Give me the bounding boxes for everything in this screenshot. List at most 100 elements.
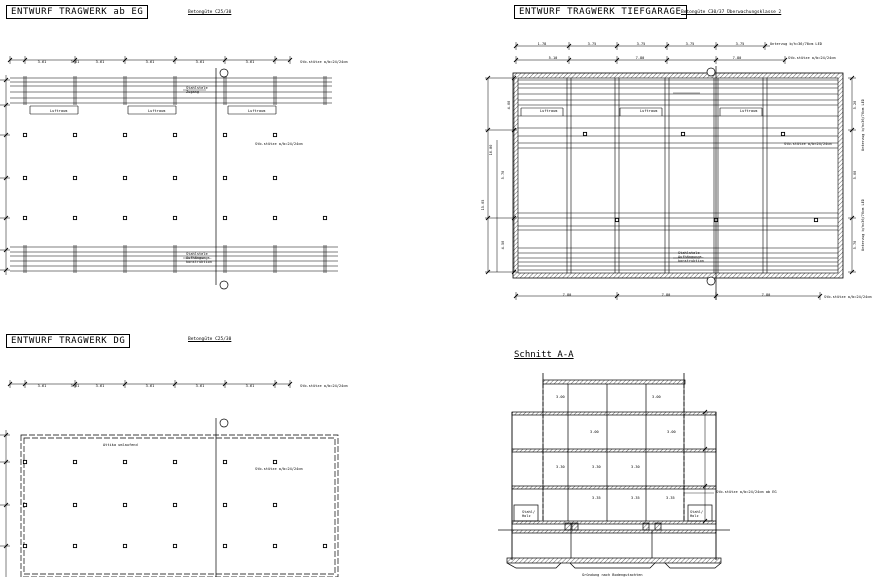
column-marker (272, 543, 278, 549)
dimension-tick (3, 502, 9, 508)
plan-tiefgarage (485, 42, 856, 300)
eg-dim-2: 3.61 (71, 60, 80, 64)
column-marker (22, 132, 28, 138)
tg-stahl-1: Stahlstele (678, 251, 700, 255)
dg-dim-3: 3.61 (96, 384, 105, 388)
schnitt-stb-label: Stb.stütze a/b=24/24cm ab EG (716, 490, 777, 494)
eg-stahlstele-2: Zugang (186, 90, 199, 94)
dimension-tick (702, 446, 708, 452)
dimension-tick (511, 269, 517, 275)
axis-marker (219, 280, 229, 290)
dg-dim-6: 3.61 (246, 384, 255, 388)
tg-unterzug-top: Unterzug b/h=36/70cm LED (770, 42, 822, 46)
section-a-a (498, 373, 730, 569)
column-marker (222, 175, 228, 181)
column-marker (222, 132, 228, 138)
dimension-tick (849, 215, 855, 221)
schnitt-stahl-left-1: Stahl/ (522, 510, 535, 514)
schnitt-stahl-left-2: Holz (522, 514, 531, 518)
tg-stb-stuetze-bottom: Stb.stütze a/b=24/24cm (824, 295, 872, 299)
plan-dg (0, 380, 339, 577)
axis-marker (706, 276, 716, 286)
column-marker (172, 543, 178, 549)
dg-attika: Attika umlaufend (103, 443, 138, 447)
column-marker (72, 543, 78, 549)
eg-dim-6: 3.61 (246, 60, 255, 64)
schnitt-h3: 3.00 (590, 430, 599, 434)
column-marker (272, 215, 278, 221)
tg-luftraum-3: Luftraum (740, 109, 757, 113)
foundation-outline (506, 562, 722, 569)
dg-concrete-label: Betongüte C25/30 (188, 337, 232, 342)
tg-title: ENTWURF TRAGWERK TIEFGARAGE (514, 5, 687, 19)
column-marker (122, 502, 128, 508)
tg-dim-bottom-3: 7.80 (762, 293, 771, 297)
column-marker (322, 543, 328, 549)
column-hatch (654, 522, 662, 531)
column-hatch (642, 522, 650, 531)
tg-dim-row2-1: 5.10 (549, 56, 558, 60)
dimension-tick (511, 127, 517, 133)
eg-stahl-bottom-1: Stahlstele (186, 252, 208, 256)
axis-marker (706, 67, 716, 77)
tg-dim-row2-3: 7.80 (733, 56, 742, 60)
tg-luftraum-1: Luftraum (540, 109, 557, 113)
dimension-tick (3, 543, 9, 549)
dg-title: ENTWURF TRAGWERK DG (6, 334, 131, 348)
schnitt-w3: 3.30 (631, 465, 640, 469)
dimension-tick (485, 127, 491, 133)
tg-dim-top-4: 3.75 (686, 42, 695, 46)
entrance-block (513, 504, 539, 522)
slab-hatch (511, 529, 717, 534)
tg-side-right-dim-2: 5.00 (853, 171, 857, 180)
column-marker (122, 459, 128, 465)
tg-dim-top-5: 3.75 (736, 42, 745, 46)
dimension-tick (849, 269, 855, 275)
eg-luftraum-1: Luftraum (50, 109, 67, 113)
schnitt-h4: 3.00 (667, 430, 676, 434)
entrance-block (687, 504, 713, 522)
column-marker (122, 215, 128, 221)
column-marker (222, 459, 228, 465)
tg-dim-bottom-2: 7.80 (662, 293, 671, 297)
column-marker (680, 131, 686, 137)
column-marker (614, 217, 620, 223)
schnitt-w2: 3.30 (592, 465, 601, 469)
eg-stahl-bottom-2: Aufhängungs- (186, 256, 212, 260)
column-marker (22, 459, 28, 465)
column-marker (22, 175, 28, 181)
eg-stb-stuetze-mid: Stb.stütze a/b=24/24cm (255, 142, 303, 146)
dg-dim-2: 3.61 (71, 384, 80, 388)
column-marker (272, 132, 278, 138)
schnitt-h1: 3.00 (556, 395, 565, 399)
eg-title: ENTWURF TRAGWERK ab EG (6, 5, 149, 19)
eg-dim-3: 3.61 (96, 60, 105, 64)
tg-concrete-label: Betongüte C30/37 Überwachungsklasse 2 (681, 10, 782, 15)
tg-side-left-4: 4.50 (501, 241, 505, 250)
plan-eg (0, 56, 338, 290)
tg-stahl-2: Aufhängungs- (678, 255, 704, 259)
eg-luftraum-3: Luftraum (248, 109, 265, 113)
tg-side-total: 15.05 (481, 200, 485, 211)
tg-side-right-2: Unterzug b/h=36/70cm LED (861, 199, 865, 251)
dg-stb-stuetze-mid: Stb.stütze a/b=24/24cm (255, 467, 303, 471)
column-marker (72, 175, 78, 181)
tg-side-left-3: 5.70 (501, 171, 505, 180)
tg-side-left-2: 10.80 (489, 145, 493, 156)
schnitt-bottom-note: Gründung nach Bodengutachten (582, 573, 643, 577)
tg-dim-top-2: 3.75 (588, 42, 597, 46)
dimension-tick (3, 432, 9, 438)
column-marker (322, 215, 328, 221)
eg-concrete-label: Betongüte C25/30 (188, 10, 232, 15)
column-marker (172, 175, 178, 181)
tg-dim-bottom-1: 7.80 (563, 293, 572, 297)
column-marker (172, 215, 178, 221)
slab-hatch (511, 520, 717, 525)
schnitt-w5: 3.35 (631, 496, 640, 500)
dimension-tick (485, 75, 491, 81)
tg-stahl-3: konstruktion (678, 259, 704, 263)
dg-dim-1: 3.61 (38, 384, 47, 388)
column-marker (72, 459, 78, 465)
eg-dim-5: 3.61 (196, 60, 205, 64)
